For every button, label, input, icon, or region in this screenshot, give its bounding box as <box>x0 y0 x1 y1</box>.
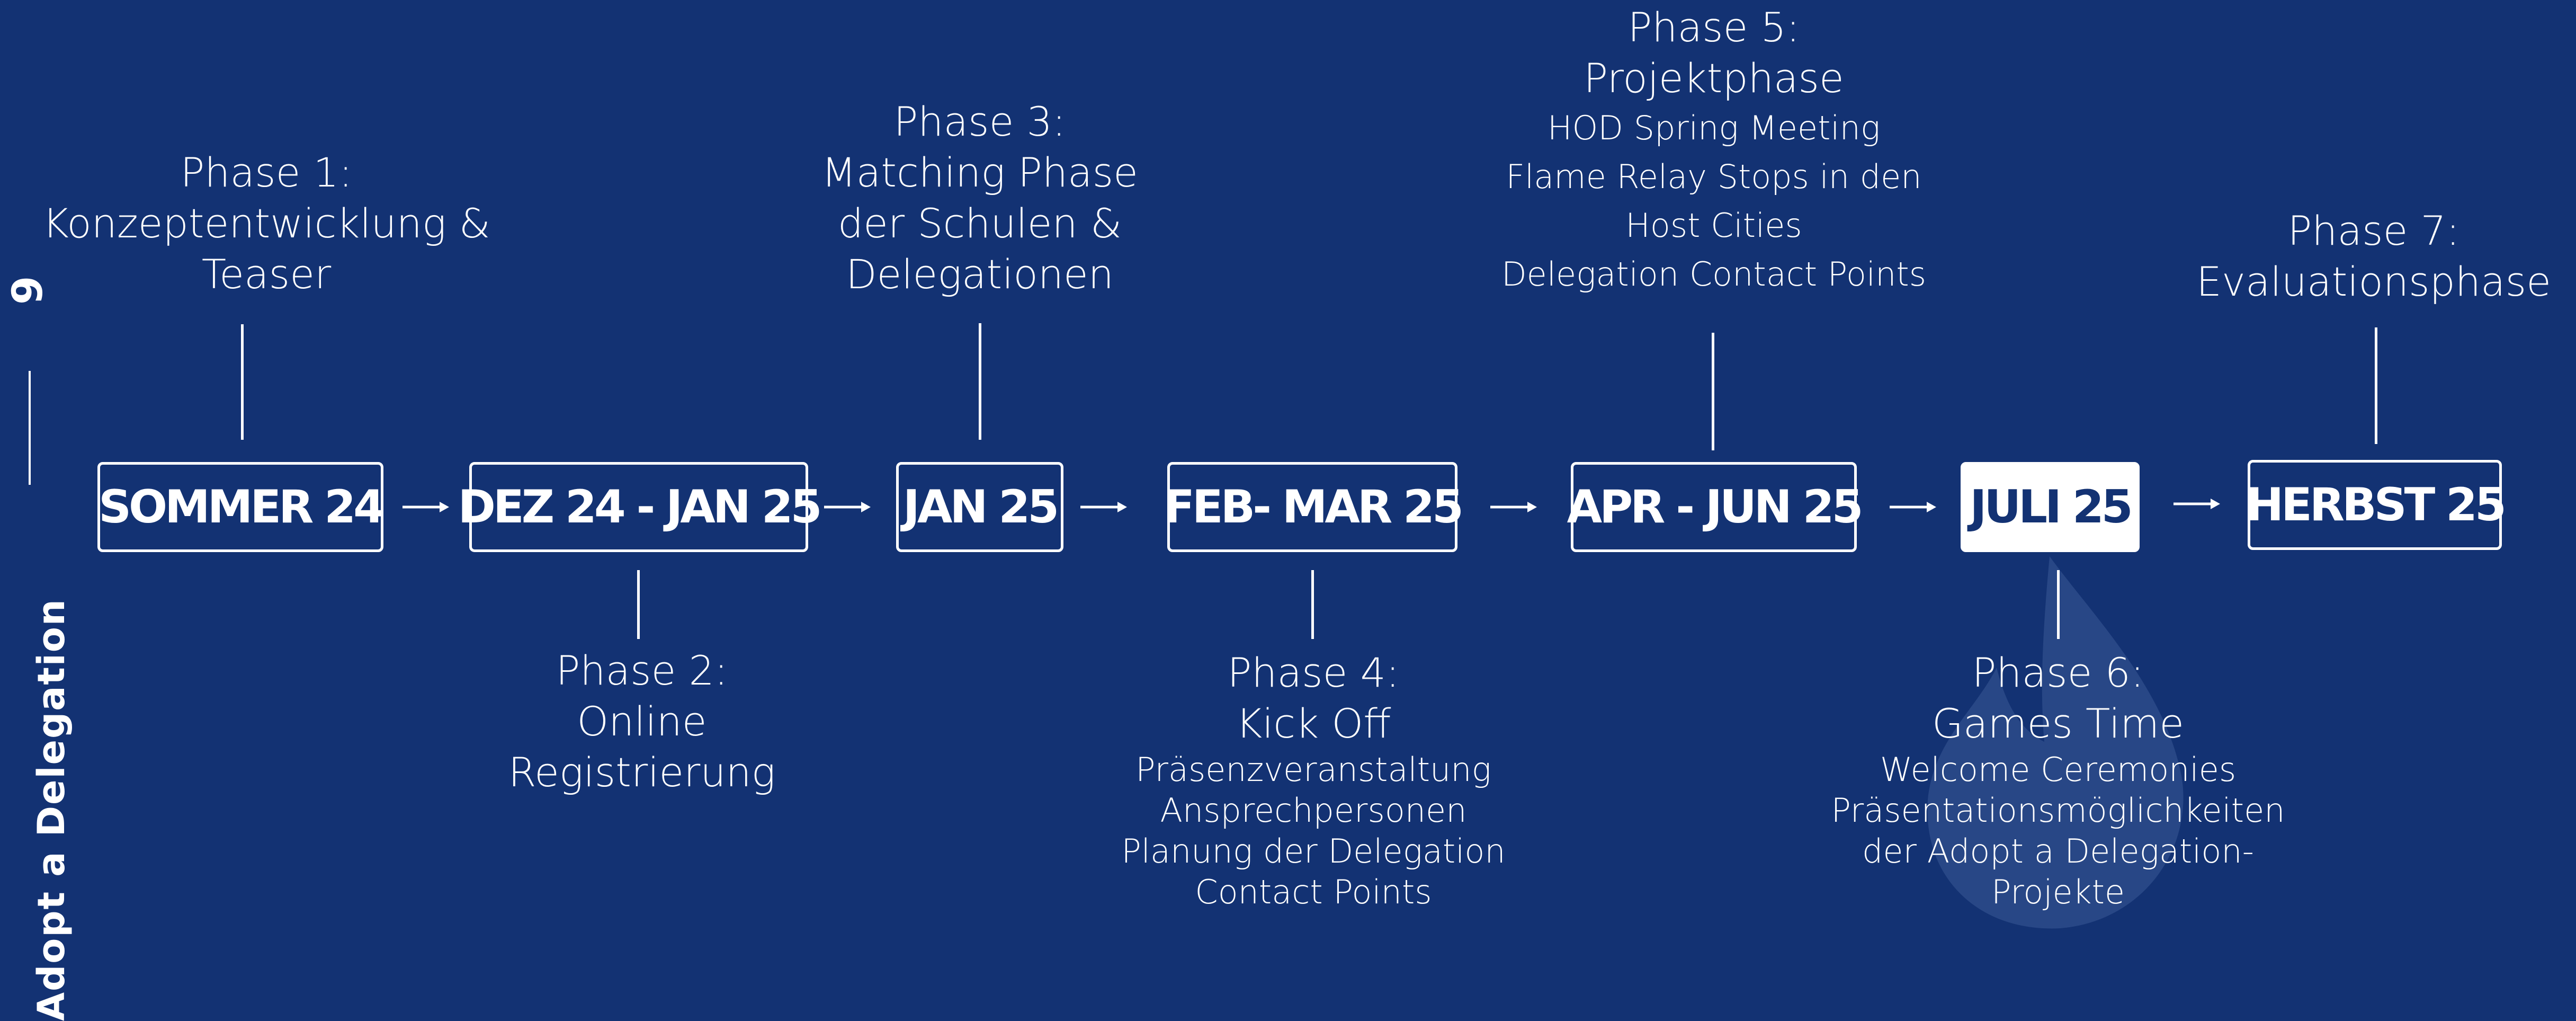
phase-2-text: Phase 2: Online Registrierung <box>508 645 776 798</box>
date-box-sommer-24[interactable]: SOMMER 24 <box>97 462 385 552</box>
phase-5-detail-line: HOD Spring Meeting <box>1547 109 1881 147</box>
connector-phase-3 <box>979 323 981 440</box>
right-arrow-icon <box>824 502 871 512</box>
phase-2-heading-line: Registrierung <box>508 749 776 796</box>
phase-6-heading-line: Games Time <box>1931 700 2185 747</box>
connector-phase-4 <box>1311 570 1314 639</box>
side-divider <box>29 371 31 485</box>
date-box-dez-24-jan-25[interactable]: DEZ 24 - JAN 25 <box>458 462 822 552</box>
right-arrow-icon <box>1890 502 1936 512</box>
phase-3-heading-line: Delegationen <box>846 251 1114 298</box>
phase-3-heading-line: Phase 3: <box>893 98 1066 145</box>
phase-2-heading-line: Phase 2: <box>556 647 728 694</box>
connector-phase-5 <box>1712 333 1714 450</box>
phase-5-detail-line: Delegation Contact Points <box>1501 255 1927 294</box>
right-arrow-icon <box>2174 499 2220 509</box>
presentation-title: Adopt a Delegation <box>30 598 73 1021</box>
phase-5-detail-line: Flame Relay Stops in den <box>1506 157 1922 196</box>
phase-2-heading-line: Online <box>577 698 707 745</box>
phase-3-heading-line: Matching Phase <box>821 149 1138 196</box>
right-arrow-icon <box>1490 502 1537 512</box>
phase-4-detail-line: Ansprechpersonen <box>1160 791 1467 830</box>
phase-6-heading-line: Phase 6: <box>1972 649 2144 696</box>
phase-5-heading-line: Projektphase <box>1584 55 1844 102</box>
right-arrow-icon <box>1080 502 1127 512</box>
connector-phase-6 <box>2057 570 2060 639</box>
date-box-jan-25[interactable]: JAN 25 <box>896 462 1063 552</box>
phase-7-heading-line: Phase 7: <box>2287 207 2460 254</box>
phase-4-heading-line: Phase 4: <box>1227 649 1400 696</box>
phase-6-detail-line: Projekte <box>1991 873 2125 911</box>
phase-4-text: Phase 4: Kick Off Präsenzveranstaltung A… <box>1121 647 1505 912</box>
date-box-apr-jun-25[interactable]: APR - JUN 25 <box>1567 462 1863 552</box>
phase-4-detail-line: Planung der Delegation <box>1121 832 1506 871</box>
date-box-herbst-25[interactable]: HERBST 25 <box>2246 460 2507 550</box>
phase-5-heading-line: Phase 5: <box>1627 4 1800 51</box>
phase-6-text: Phase 6: Games Time Welcome Ceremonies P… <box>1831 647 2285 912</box>
phase-7-text: Phase 7: Evaluationsphase <box>2196 206 2551 307</box>
phase-5-detail-line: Host Cities <box>1625 206 1802 245</box>
phase-6-detail-line: Welcome Ceremonies <box>1880 750 2237 789</box>
phase-4-heading-line: Kick Off <box>1236 700 1391 747</box>
phase-7-heading-line: Evaluationsphase <box>2196 258 2551 305</box>
date-box-juli-25[interactable]: JULI 25 <box>1961 462 2140 552</box>
phase-3-heading-line: der Schulen & <box>837 200 1122 247</box>
flame-watermark-icon <box>1927 556 2184 929</box>
phase-1-text: Phase 1: Konzeptentwicklung & Teaser <box>42 147 490 300</box>
phase-4-detail-line: Präsenzveranstaltung <box>1135 750 1491 789</box>
connector-phase-2 <box>637 570 640 639</box>
connector-phase-7 <box>2375 327 2377 444</box>
right-arrow-icon <box>402 502 449 512</box>
phase-6-detail-line: Präsentationsmöglichkeiten <box>1831 791 2285 830</box>
phase-4-detail-line: Contact Points <box>1195 873 1432 911</box>
phase-5-text: Phase 5: Projektphase HOD Spring Meeting… <box>1501 2 1926 299</box>
date-box-feb-mar-25[interactable]: FEB- MAR 25 <box>1164 462 1464 552</box>
phase-1-heading-line: Phase 1: <box>180 149 353 196</box>
connector-phase-1 <box>241 324 244 440</box>
phase-1-heading-line: Teaser <box>201 251 332 298</box>
phase-3-text: Phase 3: Matching Phase der Schulen & De… <box>821 96 1138 300</box>
phase-1-heading-line: Konzeptentwicklung & <box>42 200 490 247</box>
phase-6-detail-line: der Adopt a Delegation- <box>1862 832 2254 871</box>
